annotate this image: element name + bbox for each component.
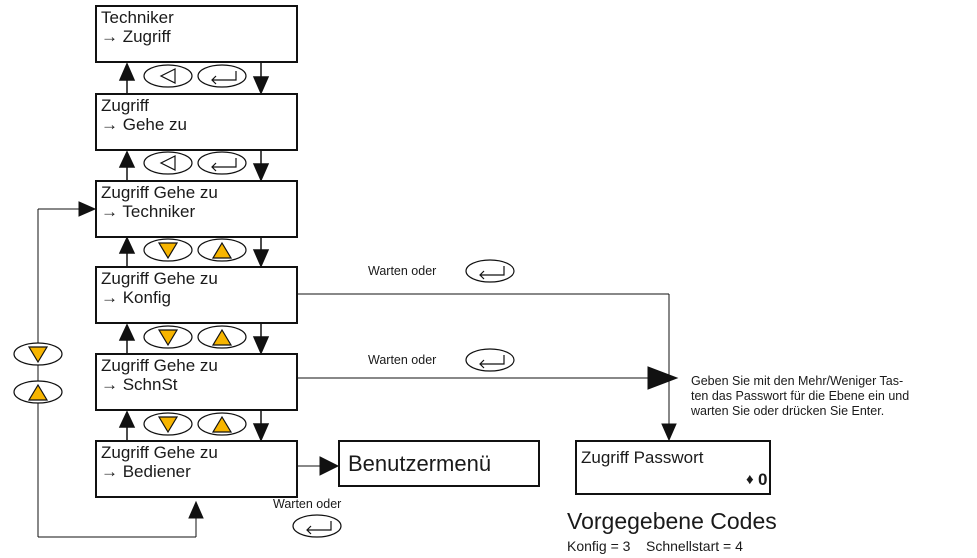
enter-key-schnst — [465, 348, 515, 372]
up-key-glyph — [27, 383, 49, 401]
menu-box-text: Zugriff Gehe zu→ Bediener — [101, 443, 218, 481]
schnst-connector — [298, 366, 679, 390]
down-arrowhead — [252, 336, 270, 355]
enter-key-glyph — [306, 521, 332, 535]
menu-box-text: Techniker→ Zugriff — [101, 8, 174, 46]
down-key-glyph — [157, 329, 179, 347]
enter-key-glyph — [479, 266, 505, 280]
up-key-glyph — [211, 415, 233, 433]
menu-box-gehe-zu-techniker: Zugriff Gehe zu→ Techniker — [95, 180, 298, 238]
menu-box-text: Zugriff Gehe zu→ SchnSt — [101, 356, 218, 394]
enter-key-icon — [465, 259, 515, 283]
down-key-icon — [143, 238, 193, 262]
password-hint: Geben Sie mit den Mehr/Weniger Tas- ten … — [691, 374, 910, 418]
enter-key-bediener — [292, 514, 342, 538]
key-row-1 — [143, 64, 247, 88]
menu-box-text: Zugriff Gehe zu→ Techniker — [101, 183, 218, 221]
benutzermenu-box: Benutzermenü — [338, 440, 540, 487]
up-arrowhead — [118, 410, 136, 428]
back-key-glyph — [159, 68, 176, 84]
password-title: Zugriff Passwort — [581, 448, 704, 467]
password-value: 0 — [758, 470, 768, 489]
wait-label-bediener: Warten oder — [273, 497, 342, 511]
up-arrowhead — [118, 236, 136, 254]
enter-key-icon — [197, 151, 247, 175]
down-arrowhead — [252, 249, 270, 268]
back-key-icon — [143, 64, 193, 88]
menu-box-gehe-zu-schnst: Zugriff Gehe zu→ SchnSt — [95, 353, 298, 411]
up-key-icon — [13, 380, 63, 404]
down-arrowhead — [252, 76, 270, 95]
menu-box-techniker-zugriff: Techniker→ Zugriff — [95, 5, 298, 63]
enter-key-glyph — [211, 158, 237, 172]
password-box: Zugriff Passwort ♦ 0 — [575, 440, 771, 495]
down-arrowhead — [252, 163, 270, 182]
enter-key-icon — [197, 64, 247, 88]
up-key-glyph — [211, 328, 233, 346]
up-key-glyph — [211, 241, 233, 259]
key-row-3 — [143, 238, 247, 262]
codes-line: Konfig = 3 Schnellstart = 4 — [567, 538, 743, 554]
enter-key-glyph — [479, 355, 505, 369]
key-row-2 — [143, 151, 247, 175]
wait-label-schnst: Warten oder — [368, 353, 437, 367]
key-row-4 — [143, 325, 247, 349]
back-key-icon — [143, 151, 193, 175]
back-key-glyph — [159, 155, 176, 171]
down-key-glyph — [157, 242, 179, 260]
down-key-icon — [143, 412, 193, 436]
menu-box-zugriff-gehe-zu: Zugriff→ Gehe zu — [95, 93, 298, 151]
codes-title: Vorgegebene Codes — [567, 508, 777, 534]
down-key-icon — [13, 342, 63, 366]
menu-box-gehe-zu-bediener: Zugriff Gehe zu→ Bediener — [95, 440, 298, 498]
password-arrows-icon: ♦ — [746, 471, 754, 488]
wait-label-konfig: Warten oder — [368, 264, 437, 278]
enter-key-icon — [465, 348, 515, 372]
down-key-glyph — [27, 346, 49, 364]
konfig-to-password-connector — [298, 293, 677, 442]
menu-box-text: Zugriff→ Gehe zu — [101, 96, 187, 134]
down-arrowhead — [252, 423, 270, 442]
menu-box-text: Zugriff Gehe zu→ Konfig — [101, 269, 218, 307]
up-key-icon — [197, 238, 247, 262]
enter-key-glyph — [211, 71, 237, 85]
up-arrowhead — [118, 150, 136, 168]
up-key-icon — [197, 325, 247, 349]
key-row-5 — [143, 412, 247, 436]
bediener-connector — [298, 456, 340, 476]
down-key-glyph — [157, 416, 179, 434]
menu-box-gehe-zu-konfig: Zugriff Gehe zu→ Konfig — [95, 266, 298, 324]
up-key-icon — [197, 412, 247, 436]
down-key-icon — [143, 325, 193, 349]
up-arrowhead — [118, 62, 136, 81]
left-keys — [13, 342, 63, 404]
benutzermenu-label: Benutzermenü — [348, 451, 492, 476]
enter-key-konfig — [465, 259, 515, 283]
enter-key-icon — [292, 514, 342, 538]
up-arrowhead — [118, 323, 136, 341]
